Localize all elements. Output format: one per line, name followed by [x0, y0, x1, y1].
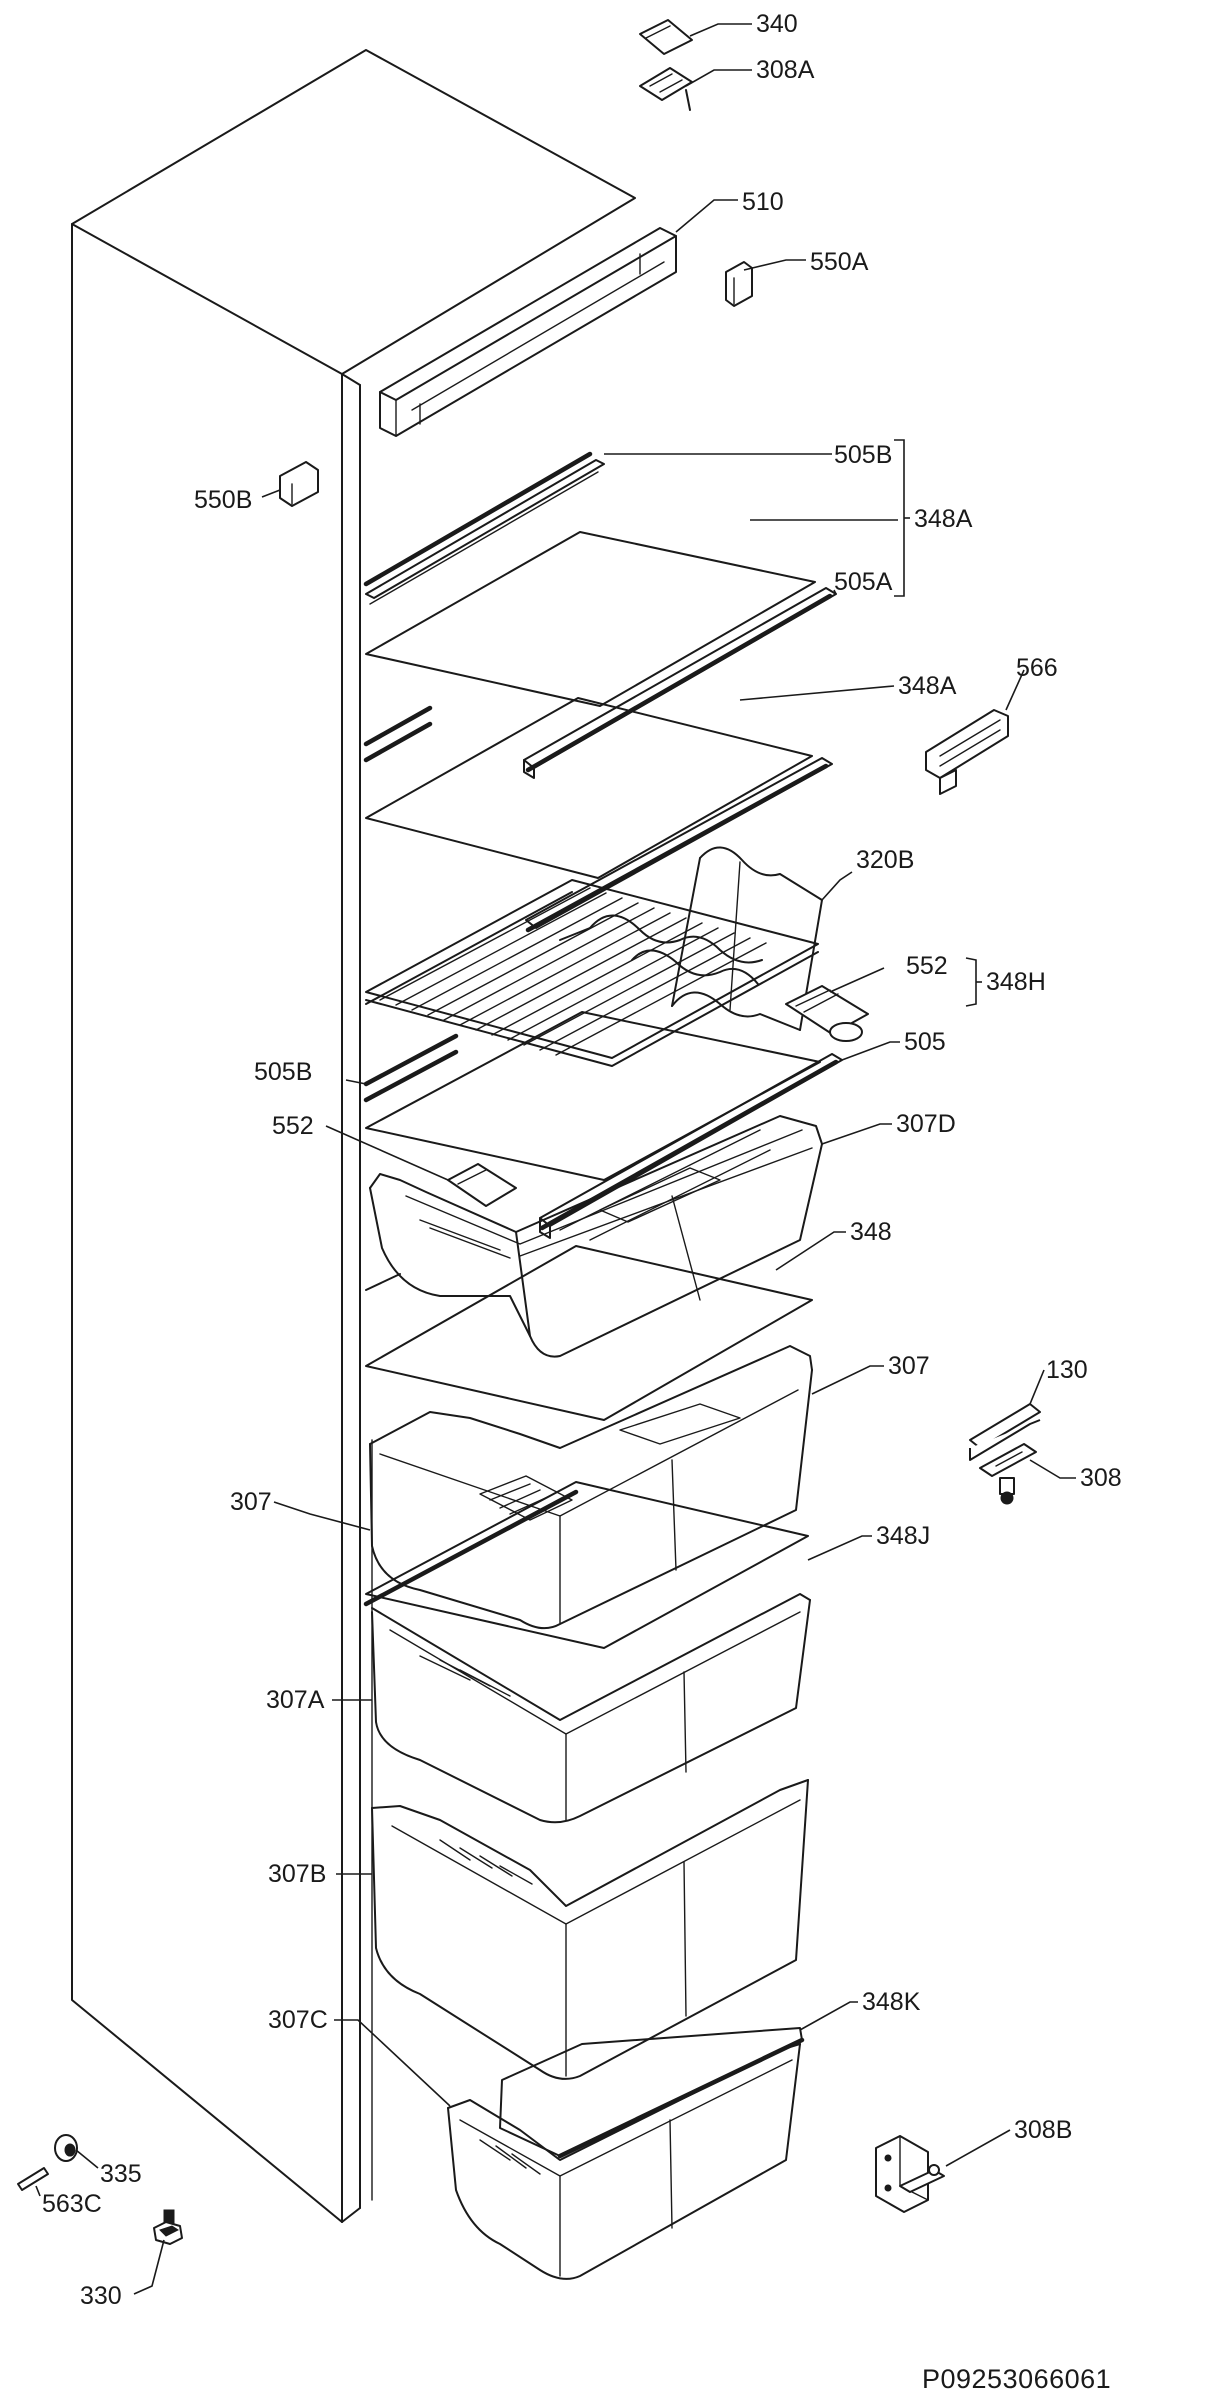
callout-563c: 563C	[42, 2190, 102, 2218]
callout-307-left: 307	[230, 1488, 272, 1516]
callout-308: 308	[1080, 1464, 1122, 1492]
part-552-upper-slider	[785, 985, 869, 1042]
callout-552-top: 552	[906, 952, 948, 980]
callout-320b: 320B	[856, 846, 914, 874]
leader-lines	[35, 23, 1076, 2295]
callout-335: 335	[100, 2160, 142, 2188]
part-340-handle-cover	[639, 19, 693, 55]
callout-550b: 550B	[194, 486, 252, 514]
part-335-bushing	[54, 2134, 78, 2162]
shelf-348-glass	[365, 1245, 813, 1421]
part-566-door-bin-clip	[925, 709, 1009, 795]
callout-348a: 348A	[898, 672, 957, 700]
callout-348: 348	[850, 1218, 892, 1246]
shelf-348k-glass	[499, 2027, 805, 2159]
bracket-348a	[894, 439, 910, 597]
part-552-mid-slider	[447, 1163, 517, 1207]
drawer-307	[369, 1345, 813, 1630]
shelf-348a-lower	[363, 697, 833, 933]
drawer-307a	[371, 1593, 811, 1824]
callout-348h: 348H	[986, 968, 1046, 996]
callout-330: 330	[80, 2282, 122, 2310]
callout-307a: 307A	[266, 1686, 325, 1714]
callout-308a: 308A	[756, 56, 815, 84]
callout-308b: 308B	[1014, 2116, 1072, 2144]
callout-566: 566	[1016, 654, 1058, 682]
part-308a-hinge	[639, 67, 693, 111]
shelf-348h	[363, 1011, 843, 1239]
callout-505a: 505A	[834, 568, 893, 596]
callout-348a-group: 348A	[914, 505, 973, 533]
callout-130: 130	[1046, 1356, 1088, 1384]
part-308b-bottom-hinge	[875, 2135, 945, 2213]
bracket-348h	[965, 957, 982, 1007]
shelf-348j-glass	[363, 1481, 809, 1649]
part-330-adjustable-foot	[153, 2209, 183, 2245]
part-550b-bracket	[279, 461, 319, 507]
callout-307b: 307B	[268, 1860, 326, 1888]
part-510-top-rail	[379, 227, 677, 437]
part-320b-wine-rack	[559, 846, 823, 1031]
drawer-307d	[369, 1115, 823, 1358]
drawer-307c	[447, 2043, 801, 2280]
part-130-hinge	[969, 1403, 1041, 1461]
part-308-hinge-pin	[979, 1443, 1037, 1505]
callout-307-right: 307	[888, 1352, 930, 1380]
callout-505b-mid: 505B	[254, 1058, 312, 1086]
shelf-348a-upper	[363, 451, 837, 779]
part-550a-bracket	[725, 261, 753, 307]
callout-510: 510	[742, 188, 784, 216]
drawer-307b	[371, 1779, 809, 2080]
callout-307c: 307C	[268, 2006, 328, 2034]
document-code: P09253066061	[922, 2364, 1111, 2394]
callout-552-mid: 552	[272, 1112, 314, 1140]
callout-348k: 348K	[862, 1988, 921, 2016]
callout-307d: 307D	[896, 1110, 956, 1138]
wire-grid-shelf	[365, 879, 819, 1067]
callout-348j: 348J	[876, 1522, 930, 1550]
cabinet-body	[71, 49, 636, 2223]
callout-505b-top: 505B	[834, 441, 892, 469]
part-563c-pin	[17, 2167, 49, 2191]
callout-550a: 550A	[810, 248, 869, 276]
callout-505: 505	[904, 1028, 946, 1056]
callout-340: 340	[756, 10, 798, 38]
callout-labels: 340 308A 510 550A 550B 505B 348A 505A 34…	[42, 10, 1122, 2310]
